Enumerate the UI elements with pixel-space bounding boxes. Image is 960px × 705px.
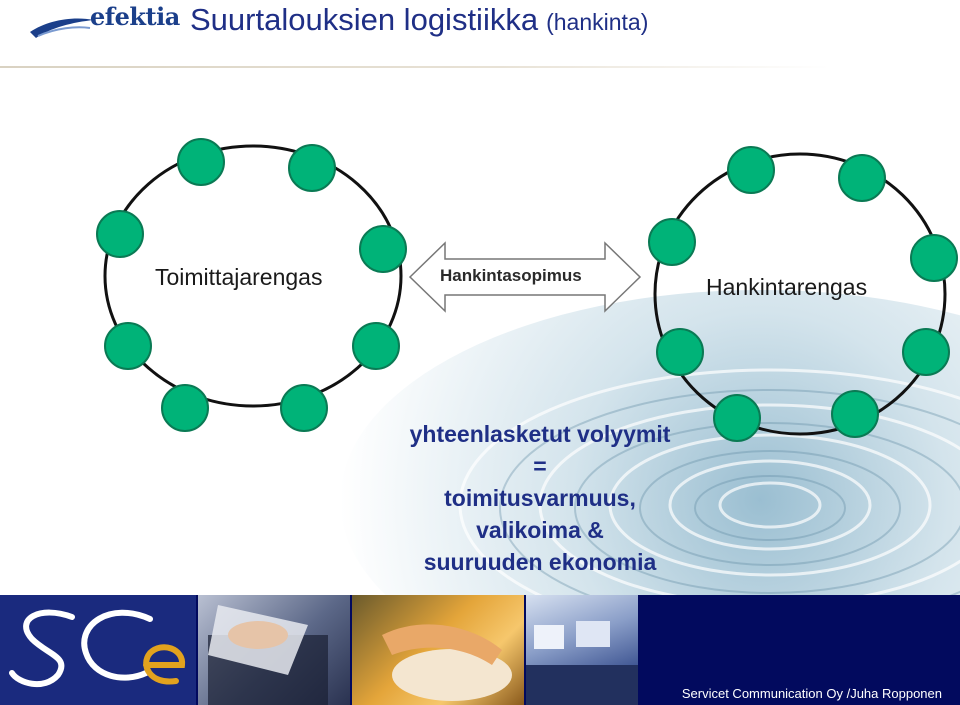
supplier-ring (103, 144, 403, 408)
footer-credit: Servicet Communication Oy /Juha Ropponen (681, 686, 942, 701)
procurement-node (648, 218, 696, 266)
supplier-node (359, 225, 407, 273)
supplier-node (352, 322, 400, 370)
photo-hand-mouse (352, 595, 524, 705)
title-divider (0, 66, 830, 68)
procurement-node (727, 146, 775, 194)
supplier-node (96, 210, 144, 258)
procurement-nodes (648, 146, 958, 442)
supplier-node (280, 384, 328, 432)
agreement-label: Hankintasopimus (440, 266, 582, 285)
efektia-logo: efektia (28, 2, 180, 38)
conclusion-line: valikoima & (476, 517, 604, 543)
procurement-ring-label: Hankintarengas (706, 274, 868, 300)
photo-hands-paperwork (198, 595, 350, 705)
procurement-ring (653, 152, 947, 436)
logo-swoosh-icon (30, 18, 94, 38)
procurement-diagram (96, 138, 958, 442)
agreement-arrow (408, 241, 642, 313)
supplier-node (177, 138, 225, 186)
procurement-node (910, 234, 958, 282)
supplier-ring-label: Toimittajarengas (155, 264, 323, 290)
page-title: Suurtalouksien logistiikka (hankinta) (190, 2, 648, 38)
procurement-node (713, 394, 761, 442)
procurement-node (838, 154, 886, 202)
procurement-node (656, 328, 704, 376)
supplier-nodes (96, 138, 407, 432)
procurement-node (831, 390, 879, 438)
procurement-node (902, 328, 950, 376)
logo-wordmark: efektia (90, 2, 180, 31)
supplier-node (104, 322, 152, 370)
water-ripple-background (340, 290, 960, 595)
photo-office (526, 595, 638, 705)
conclusion-text: yhteenlasketut volyymit = toimitusvarmuu… (370, 418, 710, 578)
conclusion-line: toimitusvarmuus, (444, 485, 636, 511)
title-main: Suurtalouksien logistiikka (190, 2, 539, 37)
conclusion-line: = (533, 453, 547, 479)
supplier-node (161, 384, 209, 432)
title-subtitle: (hankinta) (546, 9, 649, 35)
supplier-node (288, 144, 336, 192)
conclusion-line: suuruuden ekonomia (423, 549, 657, 575)
conclusion-line: yhteenlasketut volyymit (409, 421, 671, 447)
footer-banner: Servicet Communication Oy /Juha Ropponen (0, 595, 960, 705)
sce-logo-mark (9, 609, 186, 688)
sce-logo (0, 595, 196, 705)
